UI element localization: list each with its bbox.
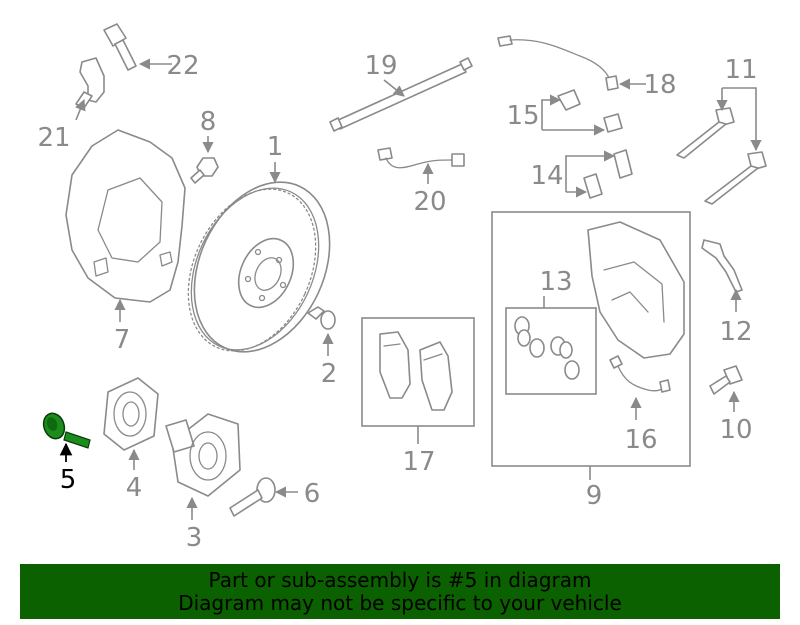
part-3-hub: [165, 413, 241, 497]
part-5-bolt-highlighted: [42, 412, 91, 449]
callout-16: 16: [624, 425, 657, 455]
callout-11: 11: [724, 55, 757, 85]
part-2-bolt: [307, 306, 336, 330]
part-9-caliper-assembly: [491, 211, 691, 467]
part-18-wear-sensor: [497, 35, 619, 91]
callout-22: 22: [166, 51, 199, 81]
part-17-brake-pads: [361, 317, 475, 427]
banner-line-1: Part or sub-assembly is #5 in diagram: [208, 567, 592, 592]
callout-4: 4: [126, 473, 143, 503]
callout-21: 21: [37, 123, 70, 153]
leader-lines: [59, 58, 762, 520]
callout-20: 20: [413, 187, 446, 217]
callout-5: 5: [60, 465, 77, 495]
callout-18: 18: [643, 70, 676, 100]
callout-14: 14: [530, 161, 563, 191]
part-1-brake-rotor: [187, 181, 331, 353]
callout-10: 10: [719, 415, 752, 445]
callout-12: 12: [719, 317, 752, 347]
parts-diagram: 1 2 3 4 5 6 7 8 9 10 11 12 13 14 15 16 1…: [37, 23, 767, 553]
part-16-wear-sensor: [609, 355, 671, 393]
part-22-bolt: [103, 23, 137, 71]
callout-3: 3: [186, 523, 203, 553]
banner-line-2: Diagram may not be specific to your vehi…: [178, 590, 622, 615]
part-4-wheel-bearing: [103, 377, 159, 451]
part-13-seal-kit: [505, 307, 597, 395]
callout-2: 2: [321, 359, 338, 389]
part-12-spring-clip: [701, 239, 743, 293]
info-banner: Part or sub-assembly is #5 in diagram Di…: [20, 564, 780, 619]
callout-15: 15: [506, 101, 539, 131]
part-7-splash-shield: [65, 129, 186, 303]
callout-1: 1: [267, 132, 284, 162]
part-21-sensor: [75, 57, 105, 109]
callout-9: 9: [586, 481, 603, 511]
part-20-wear-sensor: [377, 147, 465, 169]
part-11-bolts: [676, 107, 767, 205]
part-8-bolt: [190, 157, 219, 184]
part-14-pins: [583, 149, 633, 199]
part-15-clips: [557, 89, 623, 133]
callout-19: 19: [364, 51, 397, 81]
callout-7: 7: [114, 325, 131, 355]
callout-17: 17: [402, 447, 435, 477]
callout-6: 6: [304, 479, 321, 509]
callout-8: 8: [200, 107, 217, 137]
part-6-bolt: [229, 477, 276, 517]
part-10-bolt: [709, 365, 743, 395]
callout-13: 13: [539, 267, 572, 297]
